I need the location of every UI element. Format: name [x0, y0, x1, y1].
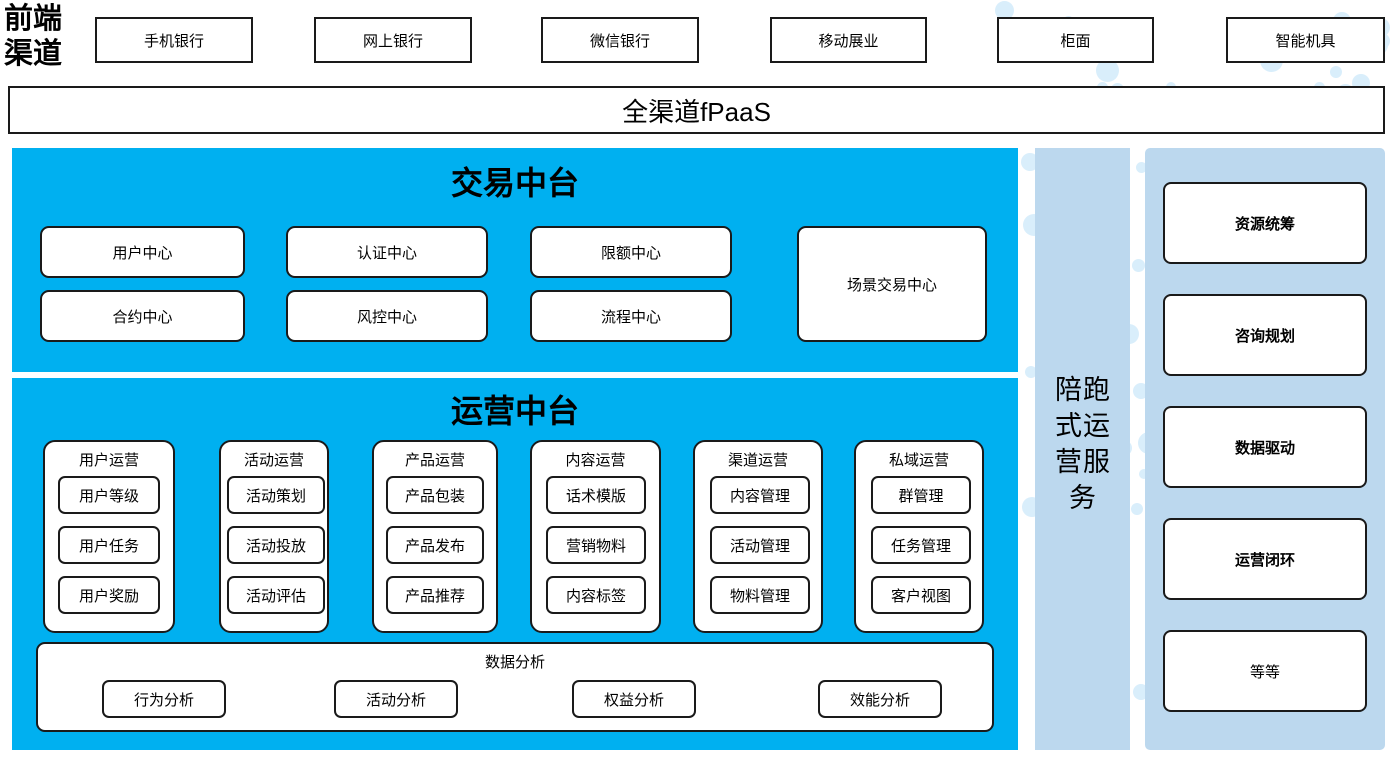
data-analysis-item[interactable]: 活动分析 — [334, 680, 458, 718]
data-analysis-item[interactable]: 权益分析 — [572, 680, 696, 718]
ops-item[interactable]: 产品推荐 — [386, 576, 484, 614]
service-box-resource-coordination[interactable]: 资源统筹 — [1163, 182, 1367, 264]
frontend-channel-label-line1: 前端 — [4, 3, 63, 35]
channel-box-counter[interactable]: 柜面 — [997, 17, 1154, 63]
ops-item[interactable]: 任务管理 — [871, 526, 971, 564]
channel-label: 手机银行 — [143, 32, 204, 50]
decorative-dot — [1131, 259, 1145, 273]
ops-column-product-operations[interactable]: 产品运营 产品包装 产品发布 产品推荐 — [372, 440, 498, 633]
trade-box-label: 场景交易中心 — [846, 276, 937, 294]
channel-box-mobile-bank[interactable]: 手机银行 — [95, 17, 253, 63]
trade-box-label: 限额中心 — [600, 244, 661, 262]
ops-column-user-operations[interactable]: 用户运营 用户等级 用户任务 用户奖励 — [43, 440, 175, 633]
data-analysis-item[interactable]: 行为分析 — [102, 680, 226, 718]
ops-item[interactable]: 内容标签 — [546, 576, 646, 614]
ops-item[interactable]: 用户奖励 — [58, 576, 160, 614]
ops-item[interactable]: 营销物料 — [546, 526, 646, 564]
ops-column-channel-operations[interactable]: 渠道运营 内容管理 活动管理 物料管理 — [693, 440, 823, 633]
service-box-consulting-planning[interactable]: 咨询规划 — [1163, 294, 1367, 376]
trade-box-auth-center[interactable]: 认证中心 — [286, 226, 488, 278]
service-label-line: 陪跑 — [1055, 375, 1111, 405]
trade-center-title: 交易中台 — [450, 165, 579, 201]
decorative-dot — [1329, 65, 1342, 78]
channel-label: 移动展业 — [818, 32, 879, 50]
fpaas-label: 全渠道fPaaS — [622, 96, 771, 127]
ops-item[interactable]: 物料管理 — [710, 576, 810, 614]
ops-item[interactable]: 活动评估 — [227, 576, 325, 614]
ops-item[interactable]: 群管理 — [871, 476, 971, 514]
ops-column-title: 活动运营 — [243, 452, 304, 469]
ops-center-title: 运营中台 — [450, 393, 579, 429]
ops-column-title: 渠道运营 — [727, 452, 788, 469]
trade-box-label: 认证中心 — [356, 244, 417, 262]
ops-item[interactable]: 用户等级 — [58, 476, 160, 514]
trade-box-user-center[interactable]: 用户中心 — [40, 226, 245, 278]
trade-box-label: 流程中心 — [600, 308, 661, 326]
channel-box-mobile-business[interactable]: 移动展业 — [770, 17, 927, 63]
omnichannel-fpaas-bar[interactable]: 全渠道fPaaS — [8, 86, 1385, 134]
data-analysis-item[interactable]: 效能分析 — [818, 680, 942, 718]
trade-box-contract-center[interactable]: 合约中心 — [40, 290, 245, 342]
channel-label: 柜面 — [1060, 32, 1091, 50]
ops-item[interactable]: 活动投放 — [227, 526, 325, 564]
ops-column-title: 内容运营 — [565, 452, 626, 469]
trade-box-risk-center[interactable]: 风控中心 — [286, 290, 488, 342]
ops-column-title: 私域运营 — [888, 452, 949, 469]
data-analysis-title: 数据分析 — [484, 654, 545, 671]
ops-item[interactable]: 产品包装 — [386, 476, 484, 514]
ops-item[interactable]: 用户任务 — [58, 526, 160, 564]
channel-box-online-bank[interactable]: 网上银行 — [314, 17, 472, 63]
service-box-etc[interactable]: 等等 — [1163, 630, 1367, 712]
channel-label: 网上银行 — [362, 32, 423, 50]
trade-box-label: 用户中心 — [112, 244, 173, 262]
service-box-data-driven[interactable]: 数据驱动 — [1163, 406, 1367, 488]
ops-item[interactable]: 内容管理 — [710, 476, 810, 514]
ops-item[interactable]: 活动管理 — [710, 526, 810, 564]
ops-column-title: 产品运营 — [404, 452, 465, 469]
data-analysis-panel: 数据分析 行为分析 活动分析 权益分析 效能分析 — [36, 642, 994, 732]
ops-item[interactable]: 话术模版 — [546, 476, 646, 514]
service-label-line: 式运 — [1055, 411, 1111, 441]
trade-box-scene-transaction-center[interactable]: 场景交易中心 — [797, 226, 987, 342]
accompanying-operation-service-label: 陪跑 式运 营服 务 — [1038, 372, 1128, 516]
service-label-line: 营服 — [1055, 447, 1111, 477]
ops-item[interactable]: 活动策划 — [227, 476, 325, 514]
channel-label: 微信银行 — [589, 32, 650, 50]
ops-item[interactable]: 产品发布 — [386, 526, 484, 564]
channel-box-smart-machine[interactable]: 智能机具 — [1226, 17, 1385, 63]
trade-box-label: 合约中心 — [112, 308, 173, 326]
ops-column-title: 用户运营 — [78, 452, 139, 469]
ops-item[interactable]: 客户视图 — [871, 576, 971, 614]
decorative-dot — [1131, 502, 1144, 515]
trade-box-process-center[interactable]: 流程中心 — [530, 290, 732, 342]
trade-box-limit-center[interactable]: 限额中心 — [530, 226, 732, 278]
service-label-line: 务 — [1069, 483, 1097, 513]
channel-box-wechat-bank[interactable]: 微信银行 — [541, 17, 699, 63]
frontend-channel-label-line2: 渠道 — [4, 38, 63, 70]
channel-label: 智能机具 — [1275, 32, 1336, 50]
ops-column-content-operations[interactable]: 内容运营 话术模版 营销物料 内容标签 — [530, 440, 661, 633]
ops-column-campaign-operations[interactable]: 活动运营 活动策划 活动投放 活动评估 — [219, 440, 329, 633]
frontend-channel-label: 前端 渠道 — [4, 2, 90, 74]
trade-box-label: 风控中心 — [356, 308, 417, 326]
ops-column-private-domain-operations[interactable]: 私域运营 群管理 任务管理 客户视图 — [854, 440, 984, 633]
service-box-operation-closed-loop[interactable]: 运营闭环 — [1163, 518, 1367, 600]
